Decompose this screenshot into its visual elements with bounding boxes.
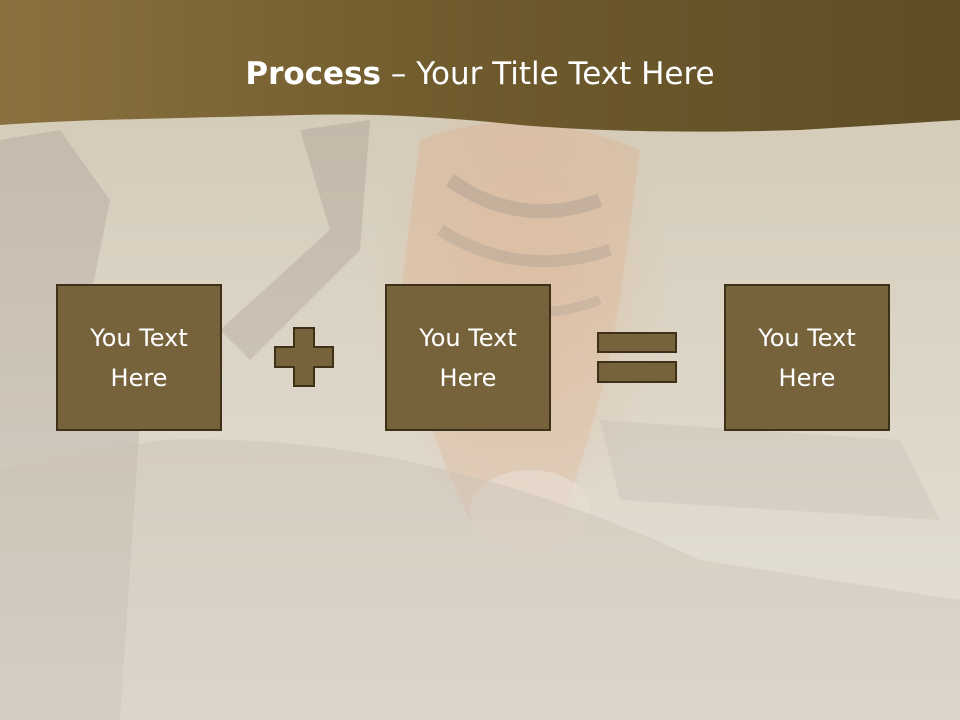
- process-box-3-label: You Text Here: [758, 323, 856, 392]
- title-bold: Process: [245, 56, 381, 92]
- process-box-1-label: You Text Here: [90, 323, 188, 392]
- process-box-1[interactable]: You Text Here: [56, 284, 222, 431]
- process-box-2[interactable]: You Text Here: [385, 284, 551, 431]
- header-band: [0, 0, 960, 132]
- equals-icon: [597, 332, 677, 383]
- title-rest: – Your Title Text Here: [381, 56, 715, 92]
- process-box-2-label: You Text Here: [419, 323, 517, 392]
- page-title: Process – Your Title Text Here: [0, 50, 960, 98]
- process-box-3[interactable]: You Text Here: [724, 284, 890, 431]
- plus-icon: [274, 327, 334, 387]
